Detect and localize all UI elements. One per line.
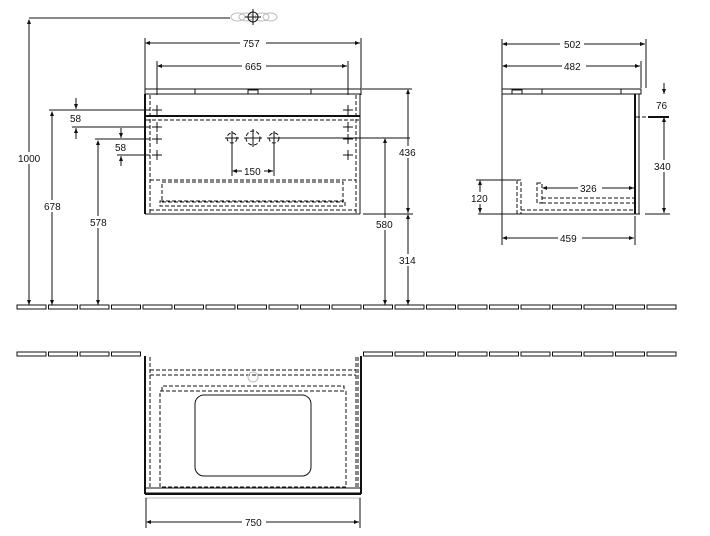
dim-1000: 1000	[18, 154, 41, 165]
dim-436: 436	[399, 148, 416, 159]
drain-icon	[247, 371, 259, 383]
mounting-cross-icon	[152, 122, 162, 132]
dim-459: 459	[560, 234, 577, 245]
dim-326: 326	[580, 184, 597, 195]
floor-tiles-top	[16, 304, 677, 310]
mounting-cross-icon	[152, 105, 162, 115]
basin-bowl	[194, 394, 312, 477]
mounting-cross-icon	[343, 105, 353, 115]
mounting-cross-icon	[152, 150, 162, 160]
dim-58-lower: 58	[115, 143, 127, 154]
dim-578: 578	[90, 218, 107, 229]
dim-58-upper: 58	[70, 114, 82, 125]
mirror-light-icon	[230, 9, 278, 25]
drawer	[161, 181, 344, 203]
dim-150: 150	[244, 167, 261, 178]
dim-482: 482	[564, 62, 581, 73]
dim-76: 76	[656, 101, 668, 112]
dim-678: 678	[44, 202, 61, 213]
front-view: 1000 757 665	[18, 9, 420, 305]
mounting-cross-icon	[343, 134, 353, 144]
floor-tiles-bottom	[16, 351, 677, 357]
dim-502: 502	[564, 40, 581, 51]
side-view: 502 482 76 340 326	[470, 38, 675, 245]
dim-120: 120	[471, 194, 488, 205]
plan-view: 750	[144, 356, 362, 529]
dim-757: 757	[243, 39, 260, 50]
dim-314: 314	[399, 256, 416, 267]
tap-holes-icon	[225, 129, 281, 147]
mounting-cross-icon	[152, 134, 162, 144]
dim-665: 665	[245, 62, 262, 73]
dim-340: 340	[654, 162, 671, 173]
mounting-points	[152, 105, 353, 160]
dim-580: 580	[376, 220, 393, 231]
mounting-cross-icon	[343, 150, 353, 160]
mounting-cross-icon	[343, 122, 353, 132]
dim-750: 750	[245, 518, 262, 529]
